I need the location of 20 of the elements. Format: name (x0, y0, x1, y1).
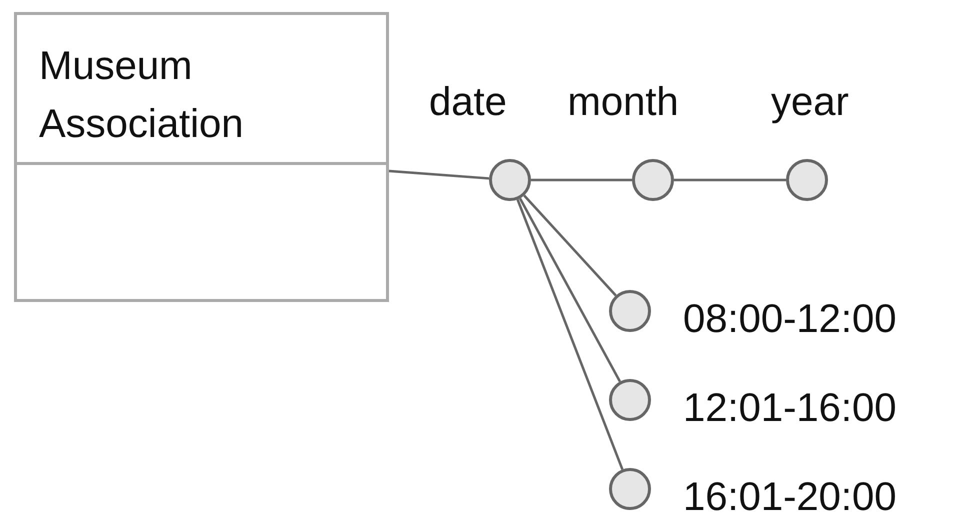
attribute-label: 16:01-20:00 (683, 474, 897, 516)
circle-node (786, 159, 828, 201)
connector-line (388, 170, 490, 180)
circle-node (609, 290, 651, 332)
connector-line (523, 194, 617, 296)
circle-node (489, 159, 531, 201)
attribute-label: 08:00-12:00 (683, 296, 897, 342)
circle-node (609, 379, 651, 421)
connector-line (516, 199, 624, 470)
connector-line (518, 198, 622, 382)
attribute-label: 12:01-16:00 (683, 385, 897, 431)
class-box (14, 12, 389, 302)
attribute-label: date (429, 79, 507, 125)
circle-node (632, 159, 674, 201)
circle-node (609, 468, 651, 510)
class-name: Museum Association (39, 43, 245, 148)
connector-line (674, 178, 786, 182)
attribute-label: year (771, 79, 849, 125)
attribute-label: month (568, 79, 679, 125)
connector-line (531, 178, 632, 182)
